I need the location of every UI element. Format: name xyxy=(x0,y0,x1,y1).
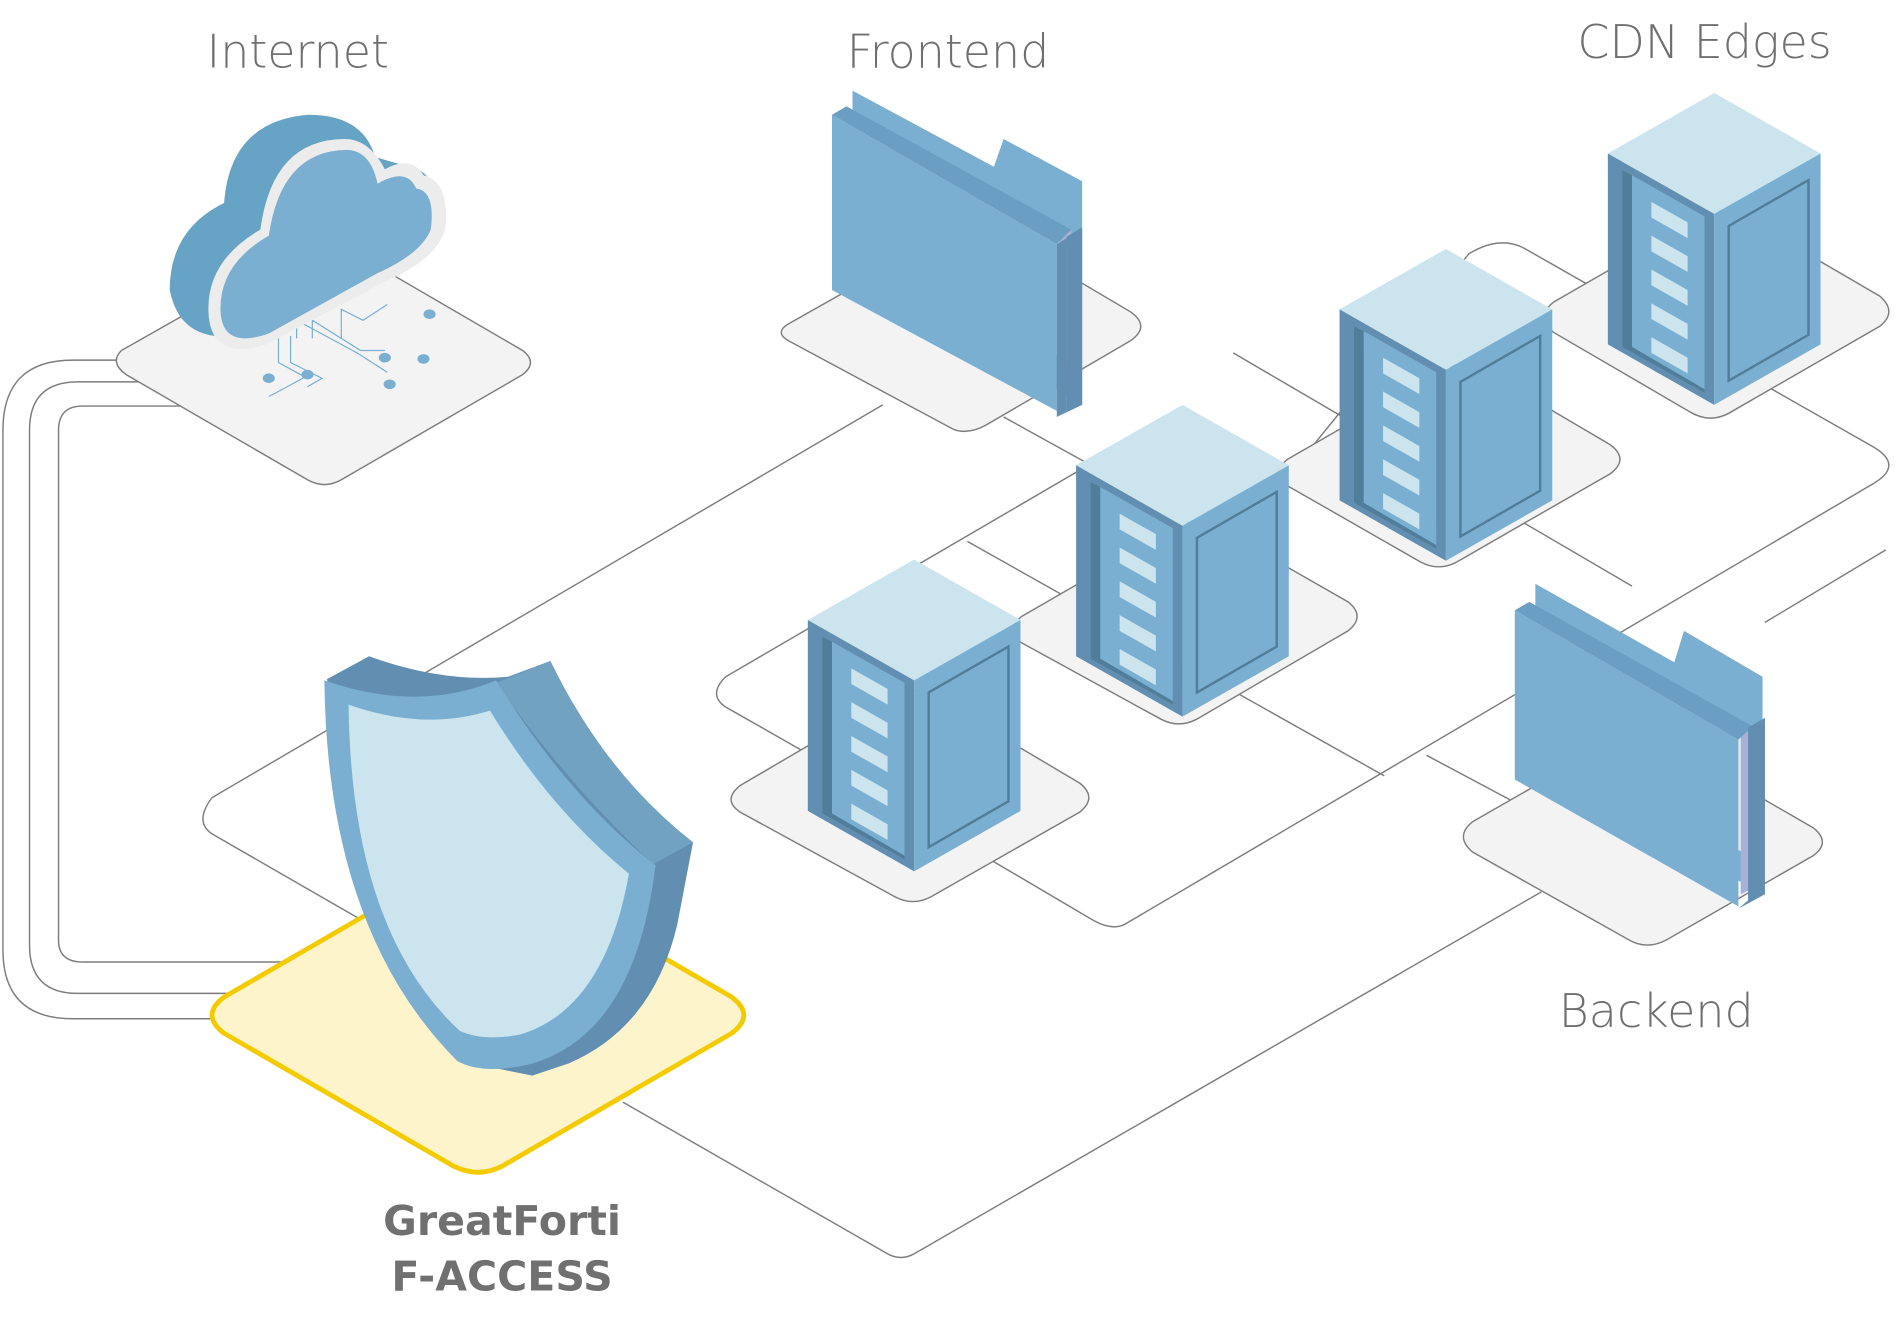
server-icon xyxy=(1338,247,1554,562)
folder-icon xyxy=(1514,583,1765,909)
node-internet[interactable] xyxy=(115,114,532,486)
backend-upper-line xyxy=(1426,754,1518,805)
internet-gateway-line-inner xyxy=(57,405,291,963)
gateway-label-line2: F-ACCESS xyxy=(391,1253,612,1301)
frontend-cdn-line xyxy=(979,242,1890,928)
backend-label: Backend xyxy=(1559,984,1754,1038)
node-server-a[interactable] xyxy=(730,558,1090,903)
server-icon xyxy=(806,558,1022,873)
node-frontend[interactable] xyxy=(780,90,1142,433)
node-cdn-edges[interactable] xyxy=(1543,91,1890,419)
server-icon xyxy=(1074,403,1291,718)
left-server-loop xyxy=(715,464,1089,753)
circuit-dots xyxy=(262,309,436,390)
node-gateway[interactable] xyxy=(209,656,747,1175)
gateway-frontend-loop xyxy=(202,404,884,922)
internet-gateway-line-outer xyxy=(2,359,231,1020)
node-backend[interactable] xyxy=(1462,583,1824,946)
cdn-edges-label: CDN Edges xyxy=(1577,15,1831,69)
folder-icon xyxy=(831,90,1083,417)
gateway-label-line1: GreatForti xyxy=(383,1197,621,1245)
server-icon xyxy=(1606,91,1822,407)
frontend-label: Frontend xyxy=(847,25,1050,79)
internet-label: Internet xyxy=(207,25,389,79)
gateway-backend-line xyxy=(622,891,1542,1259)
cloud-icon xyxy=(169,114,446,349)
internet-gateway-line-middle xyxy=(28,381,261,995)
shield-icon xyxy=(324,656,694,1076)
backend-right-line xyxy=(1764,549,1887,624)
